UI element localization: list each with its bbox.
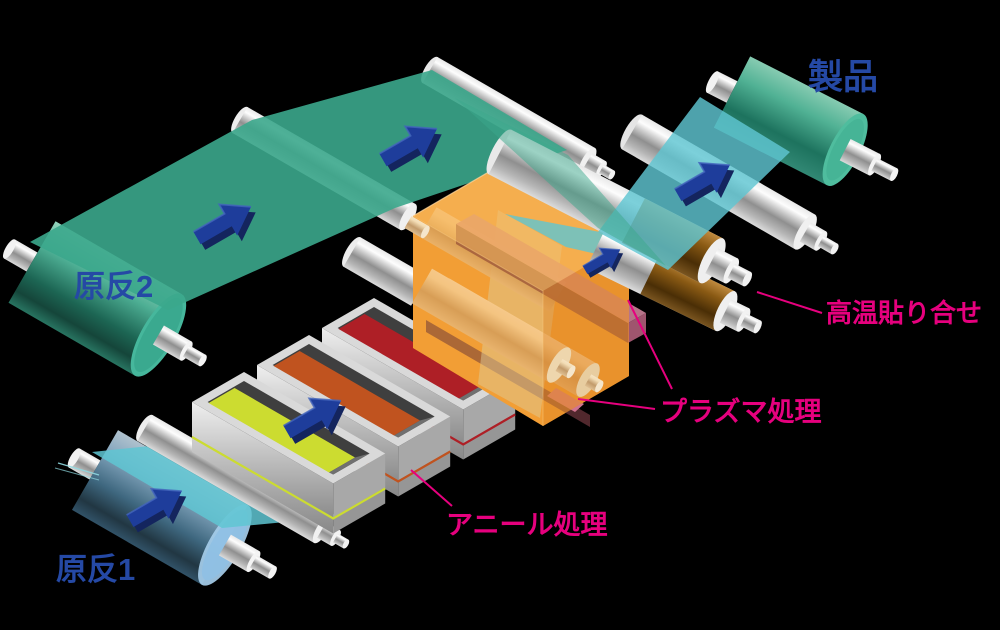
bath1-liquid	[208, 388, 355, 473]
chamber-right-face	[543, 241, 629, 426]
bath1-inner-end	[329, 453, 370, 475]
label-product: 製品	[808, 58, 878, 97]
bath1-wall-end	[333, 453, 386, 518]
label-plasma: プラズマ処理	[660, 396, 821, 427]
roller3-nub-face	[342, 539, 350, 549]
roller4-nub-face	[830, 243, 839, 255]
roll1-nub-face	[268, 566, 277, 579]
web-teal-descend	[455, 98, 666, 266]
bath3-liquid	[338, 314, 485, 399]
leader-plasma-upper	[627, 299, 673, 390]
roll1-rear-shaft-face	[67, 448, 81, 468]
rear-cap-nub-face	[595, 380, 604, 393]
product-rear-shaft-face	[705, 71, 719, 93]
upper-nip-outer-nub	[404, 215, 430, 239]
product-roll	[705, 56, 899, 186]
heater-lower-brown	[640, 254, 736, 331]
chamber-infeed-roller	[342, 236, 429, 306]
web-edge-line-a	[57, 462, 100, 476]
chamber-roller-rear-cap	[576, 363, 604, 397]
bath1-stripe	[191, 436, 386, 520]
infeed-body	[343, 237, 429, 306]
heater-lower-nub-face	[753, 320, 762, 334]
roller1-end-face	[399, 203, 417, 231]
chamber-mid-edge	[412, 215, 544, 426]
product-nub-face	[890, 168, 899, 182]
roll2-rear-shaft-face	[2, 239, 16, 259]
bath2-liquid	[273, 351, 420, 436]
upper-nip-nub-face	[420, 225, 430, 239]
bath1-wall-left	[192, 402, 334, 518]
chamber-roller-front	[412, 268, 569, 383]
label-source-roll-1: 原反1	[56, 552, 135, 587]
chamber-top-face	[413, 166, 629, 291]
electrode-bar-end	[628, 313, 646, 343]
leader-anneal	[410, 469, 453, 507]
heater-upper-cap	[705, 248, 738, 284]
roller4-cap	[799, 222, 827, 251]
label-source-roll-2: 原反2	[74, 269, 153, 304]
bath2-wall-end	[398, 416, 451, 481]
bath2-base-end	[398, 450, 451, 497]
heater-upper-nub-face	[742, 271, 753, 287]
bath1-base-left	[192, 436, 334, 534]
heater-roller-lower	[586, 228, 762, 334]
label-high-temp: 高温貼り合せ	[826, 298, 982, 328]
bath1-base-end	[333, 487, 386, 534]
source-roll-2	[2, 221, 207, 377]
roll2-nub-face	[198, 354, 207, 367]
chamber-roller-front-body	[412, 268, 569, 383]
leader-plasma-lower	[577, 398, 656, 410]
label-anneal: アニール処理	[446, 509, 607, 540]
roller3-body	[137, 415, 330, 543]
leader-high-temp	[756, 291, 823, 314]
front-cap-nub-face	[566, 365, 576, 379]
bath3-base-end	[463, 413, 516, 460]
web-edge-line-b	[54, 467, 100, 481]
chamber-roller-front-cap	[546, 347, 576, 383]
lower-electrode	[547, 388, 584, 412]
bath2-inner-end	[394, 416, 435, 438]
product-body	[713, 56, 864, 186]
roller2-nub-face	[608, 170, 616, 180]
heater-lower-cap	[719, 299, 750, 332]
